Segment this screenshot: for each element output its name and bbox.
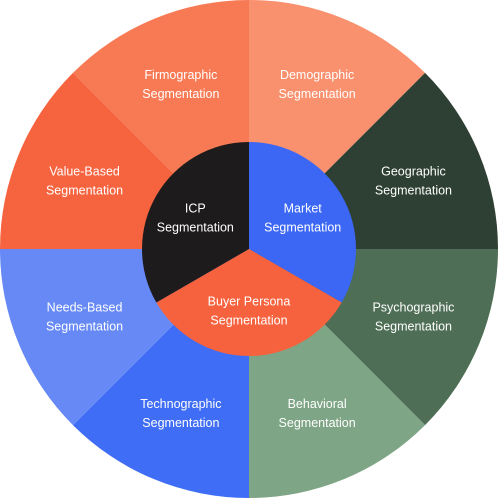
inner-segment-icp-label-line: ICP [185, 202, 206, 216]
segment-technographic-label-line: Segmentation [142, 416, 219, 430]
segment-technographic-label-line: Technographic [140, 397, 221, 411]
inner-segment-buyer-persona [156, 249, 342, 356]
segment-demographic-label-line: Segmentation [279, 87, 356, 101]
segment-firmographic-label-line: Firmographic [144, 68, 217, 82]
segment-needs-based-label-line: Segmentation [46, 320, 123, 334]
segment-value-based-label-line: Value-Based [49, 164, 120, 178]
segment-firmographic-label-line: Segmentation [142, 87, 219, 101]
segment-psychographic-label-line: Psychographic [372, 301, 454, 315]
inner-segment-icp-label-line: Segmentation [157, 221, 234, 235]
segment-behavioral-label-line: Segmentation [279, 416, 356, 430]
inner-segment-market [249, 142, 356, 303]
inner-segment-buyer-persona-label-line: Buyer Persona [208, 295, 291, 309]
segment-psychographic-label-line: Segmentation [375, 320, 452, 334]
segment-demographic-label-line: Demographic [280, 68, 354, 82]
segment-geographic-label-line: Geographic [381, 164, 446, 178]
segment-needs-based-label-line: Needs-Based [47, 301, 123, 315]
inner-segment-market-label-line: Market [284, 202, 323, 216]
segment-value-based-label-line: Segmentation [46, 183, 123, 197]
inner-segment-market-label-line: Segmentation [264, 221, 341, 235]
inner-segment-icp [142, 142, 249, 303]
segment-geographic-label-line: Segmentation [375, 183, 452, 197]
inner-segment-icp-label: ICP Segmentation [157, 202, 234, 235]
segment-behavioral-label-line: Behavioral [288, 397, 347, 411]
inner-segment-buyer-persona-label-line: Segmentation [210, 314, 287, 328]
